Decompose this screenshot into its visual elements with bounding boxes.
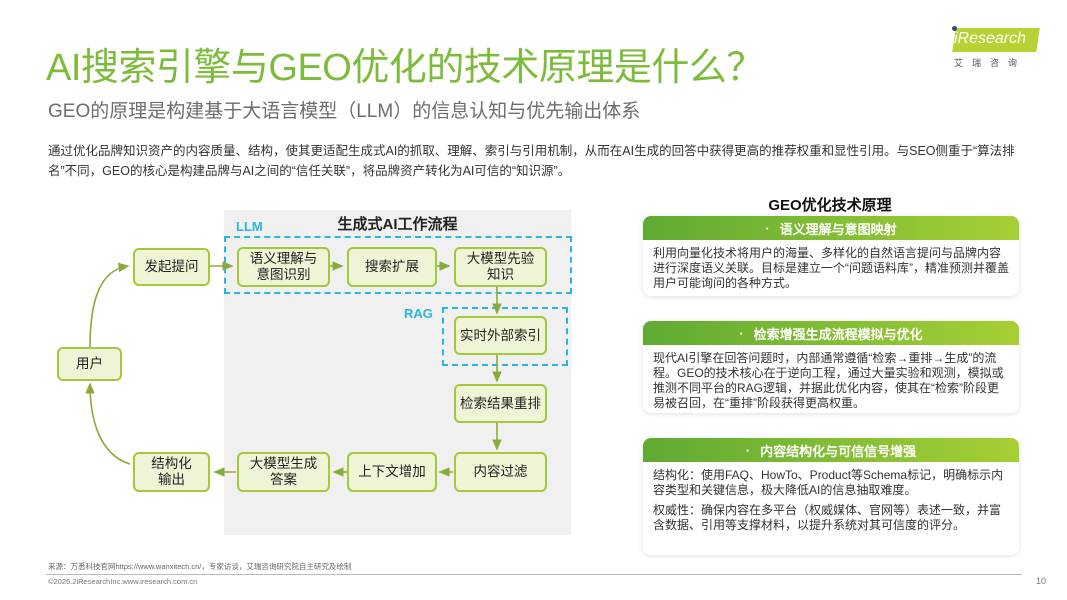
rag-label: RAG: [404, 306, 433, 321]
node-semantic-understanding: 语义理解与 意图识别: [237, 247, 330, 287]
logo-cn-text: 艾瑞咨询: [954, 58, 1027, 68]
source-note: 来源：万悉科技官网https://www.wanxitech.cn/，专家访谈，…: [48, 562, 352, 571]
node-search-expansion: 搜索扩展: [347, 247, 437, 287]
page-number: 10: [1036, 576, 1047, 586]
card-body: 现代AI引擎在回答问题时，内部通常遵循“检索→重排→生成”的流程。GEO的技术核…: [643, 345, 1019, 422]
card-body: 结构化：使用FAQ、HowTo、Product等Schema标记，明确标示内容类…: [643, 462, 1019, 544]
copyright: ©2026.2iResearchInc.www.iresearch.com.cn: [48, 577, 198, 586]
principle-card-structure: · 内容结构化与可信信号增强 结构化：使用FAQ、HowTo、Product等S…: [643, 438, 1019, 555]
page-title: AI搜索引擎与GEO优化的技术原理是什么？: [46, 47, 764, 89]
panel-title: GEO优化技术原理: [768, 197, 892, 214]
card-heading: · 检索增强生成流程模拟与优化: [643, 321, 1019, 345]
card-paragraph: 现代AI引擎在回答问题时，内部通常遵循“检索→重排→生成”的流程。GEO的技术核…: [653, 351, 1004, 410]
node-model-prior-knowledge: 大模型先验 知识: [454, 247, 547, 287]
card-paragraph: 结构化：使用FAQ、HowTo、Product等Schema标记，明确标示内容类…: [653, 468, 1004, 497]
logo-dot-icon: [952, 26, 957, 31]
card-heading: · 语义理解与意图映射: [643, 216, 1019, 240]
workflow-title: 生成式AI工作流程: [337, 216, 458, 233]
iresearch-logo: iResearch 艾瑞咨询: [948, 26, 1044, 72]
node-content-filter: 内容过滤: [454, 452, 547, 492]
node-context-augment: 上下文增加: [347, 452, 437, 492]
bullet-icon: ·: [745, 442, 751, 458]
node-rerank: 检索结果重排: [454, 384, 547, 423]
card-heading-text: 语义理解与意图映射: [779, 221, 897, 237]
node-structured-output: 结构化 输出: [133, 452, 210, 492]
llm-label: LLM: [236, 219, 263, 234]
footer-divider: [46, 574, 1022, 575]
card-heading: · 内容结构化与可信信号增强: [643, 438, 1019, 462]
page-subtitle: GEO的原理是构建基于大语言模型（LLM）的信息认知与优先输出体系: [48, 101, 641, 122]
node-model-generate: 大模型生成 答案: [237, 452, 330, 492]
bullet-icon: ·: [739, 325, 744, 341]
intro-paragraph: 通过优化品牌知识资产的内容质量、结构，使其更适配生成式AI的抓取、理解、索引与引…: [48, 144, 1015, 178]
card-paragraph: 利用向量化技术将用户的海量、多样化的自然语言提问与品牌内容进行深度语义关联。目标…: [653, 246, 1009, 290]
logo-brand-text: iResearch: [954, 30, 1027, 47]
card-body: 利用向量化技术将用户的海量、多样化的自然语言提问与品牌内容进行深度语义关联。目标…: [643, 240, 1019, 302]
principle-card-rag: · 检索增强生成流程模拟与优化 现代AI引擎在回答问题时，内部通常遵循“检索→重…: [643, 321, 1019, 413]
card-paragraph: 权威性：确保内容在多平台（权威媒体、官网等）表述一致，并富含数据、引用等支撑材料…: [653, 503, 1002, 532]
bullet-icon: ·: [765, 220, 770, 236]
node-ask-question: 发起提问: [133, 248, 210, 286]
rag-group-box: [442, 307, 568, 366]
card-heading-text: 内容结构化与可信信号增强: [760, 443, 917, 459]
card-heading-text: 检索增强生成流程模拟与优化: [753, 326, 923, 342]
node-realtime-index: 实时外部索引: [454, 316, 547, 355]
node-user: 用户: [57, 347, 122, 381]
principle-card-semantic: · 语义理解与意图映射 利用向量化技术将用户的海量、多样化的自然语言提问与品牌内…: [643, 216, 1019, 296]
